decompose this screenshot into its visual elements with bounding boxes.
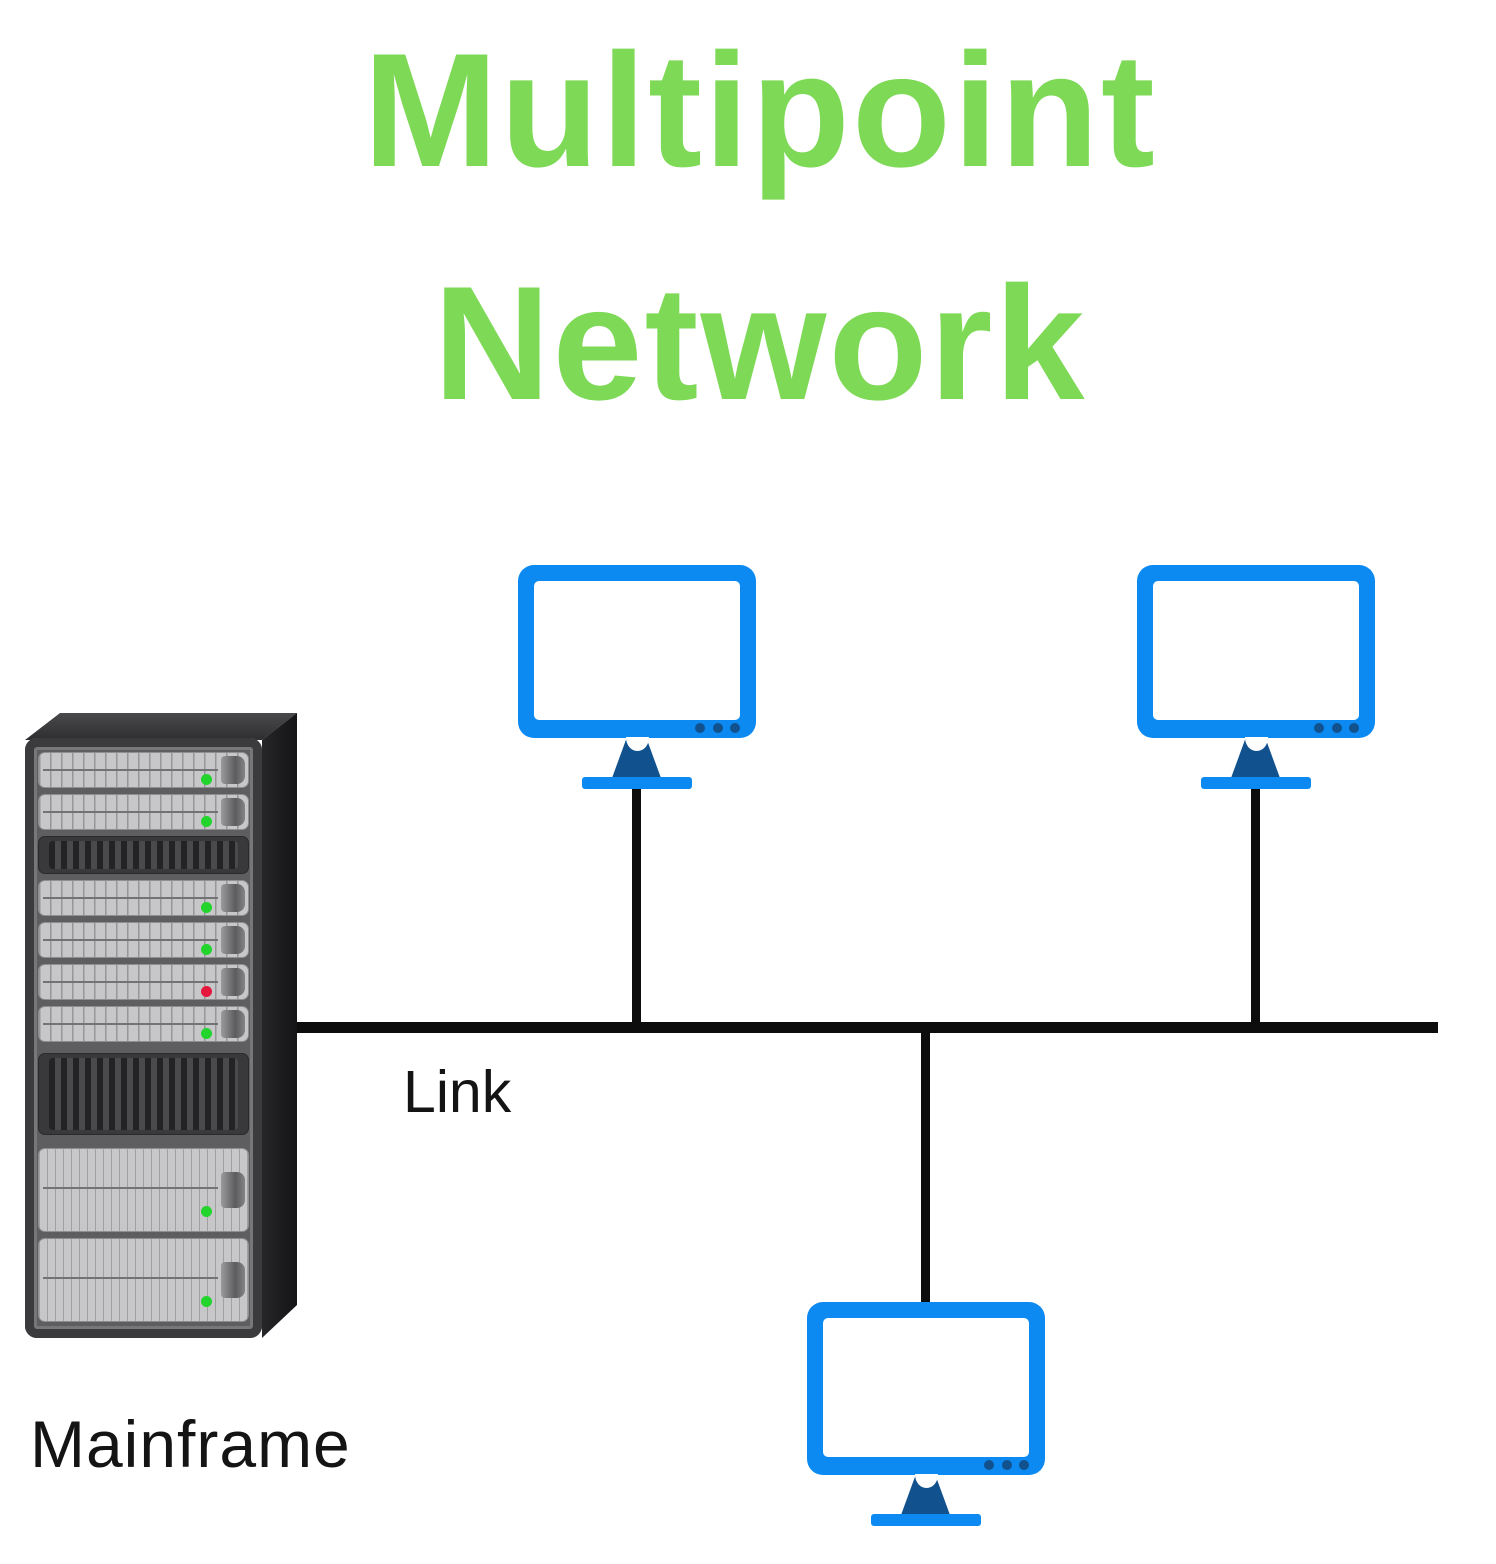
green-led-indicator: [201, 944, 212, 956]
monitor-base: [871, 1514, 981, 1526]
link-label: Link: [403, 1059, 512, 1125]
diagram-title: Multipoint Network: [340, 0, 1180, 460]
monitor-screen: [823, 1318, 1029, 1457]
server-unit-5-slot: [38, 922, 249, 958]
monitor-dot-icon: [1019, 1460, 1029, 1470]
shared-link-bus-line: [289, 1022, 1438, 1033]
drop-line-workstation-top-left: [632, 789, 641, 1024]
server-unit-9-slot-tall: [38, 1148, 249, 1232]
server-unit-7-slot: [38, 1006, 249, 1042]
monitor-base: [1201, 777, 1311, 789]
server-unit-2-slot: [38, 794, 249, 830]
green-led-indicator: [201, 902, 212, 914]
monitor-dot-icon: [1314, 723, 1324, 733]
green-led-indicator: [201, 774, 212, 786]
monitor-dot-icon: [1002, 1460, 1012, 1470]
monitor-dot-icon: [713, 723, 723, 733]
desktop-monitor-icon-top-right: [1137, 565, 1375, 797]
server-top-face: [25, 713, 297, 740]
monitor-screen: [1153, 581, 1359, 720]
mainframe-label: Mainframe: [30, 1407, 351, 1481]
green-led-indicator: [201, 816, 212, 828]
server-unit-8-vent-tall: [38, 1053, 249, 1135]
desktop-monitor-icon-bottom: [807, 1302, 1045, 1534]
monitor-stand-notch: [626, 737, 649, 751]
monitor-dot-icon: [695, 723, 705, 733]
green-led-indicator: [201, 1028, 212, 1040]
monitor-dot-icon: [730, 723, 740, 733]
green-led-indicator: [201, 1296, 212, 1308]
server-unit-10-slot-tall: [38, 1238, 249, 1322]
server-right-face: [262, 713, 297, 1338]
server-unit-1-slot: [38, 752, 249, 788]
monitor-bezel: [1137, 565, 1375, 738]
monitor-dot-icon: [1332, 723, 1342, 733]
monitor-stand-notch: [1245, 737, 1268, 751]
title-line-1: Multipoint: [363, 20, 1157, 201]
server-unit-4-slot: [38, 880, 249, 916]
server-front-face: [25, 738, 262, 1338]
drop-line-workstation-bottom: [921, 1031, 930, 1306]
monitor-screen: [534, 581, 740, 720]
desktop-monitor-icon-top-left: [518, 565, 756, 797]
drop-line-workstation-top-right: [1251, 789, 1260, 1024]
green-led-indicator: [201, 1206, 212, 1218]
monitor-bezel: [807, 1302, 1045, 1475]
monitor-base: [582, 777, 692, 789]
title-line-2: Network: [433, 253, 1087, 434]
monitor-bezel: [518, 565, 756, 738]
monitor-dot-icon: [1349, 723, 1359, 733]
red-led-indicator: [201, 986, 212, 998]
server-unit-3-vent: [38, 836, 249, 874]
monitor-stand-notch: [915, 1474, 938, 1488]
server-unit-6-slot: [38, 964, 249, 1000]
monitor-dot-icon: [984, 1460, 994, 1470]
